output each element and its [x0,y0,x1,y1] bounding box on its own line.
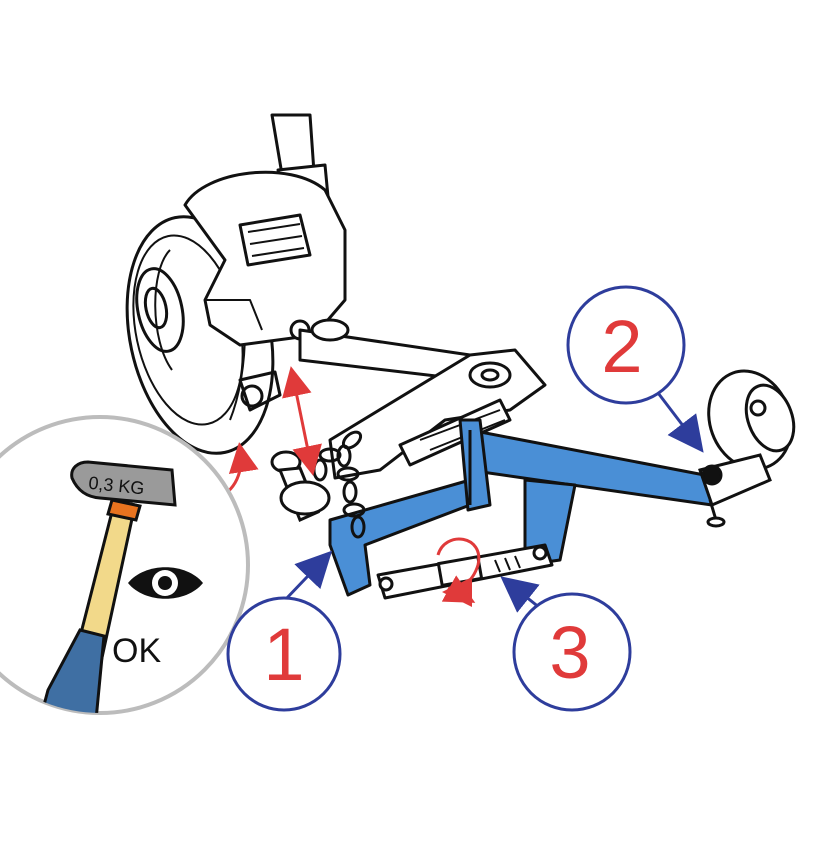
tool-main-beam [466,428,722,507]
brake-caliper [183,170,347,412]
play-measure-arrow [282,366,322,476]
callout-3-number: 3 [549,611,590,694]
callout-2-number: 2 [601,305,642,388]
callout-3: 3 [500,576,632,712]
drive-shaft [298,318,472,382]
detail-lens: 0,3 KG OK [0,415,250,715]
eye-icon [128,567,203,599]
tool-vertical-post [458,418,492,512]
callout-1: 1 [226,550,342,712]
callout-2: 2 [566,285,704,453]
callout-1-number: 1 [263,613,304,696]
hammer-grip [38,628,106,713]
hub-right [698,369,796,528]
tool-leg [523,478,577,567]
hammer-head [70,460,177,507]
ball-joint [270,450,331,523]
lower-control-arm [328,348,547,480]
turnbuckle [376,543,554,600]
inspection-status: OK [112,632,161,670]
